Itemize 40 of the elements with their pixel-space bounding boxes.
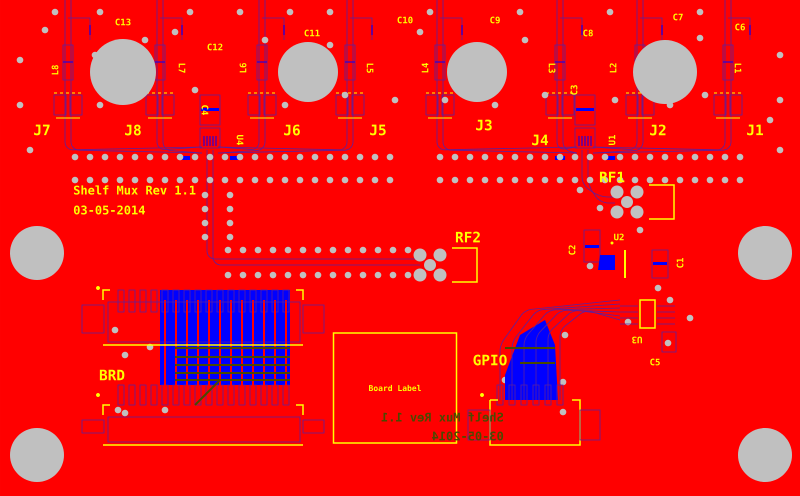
silkscreen-label: U4 bbox=[236, 135, 244, 146]
silkscreen-label: C2 bbox=[568, 245, 576, 255]
silkscreen-label: L8 bbox=[52, 65, 58, 74]
silkscreen-label: Shelf Mux Rev 1.1 bbox=[74, 185, 196, 195]
silkscreen-label: J2 bbox=[650, 124, 666, 136]
silkscreen-label: J8 bbox=[125, 124, 141, 136]
silkscreen-label: J4 bbox=[532, 134, 548, 146]
silkscreen-label: C10 bbox=[398, 16, 413, 24]
silkscreen-label: C8 bbox=[583, 30, 593, 36]
silkscreen-label: J6 bbox=[284, 124, 300, 136]
silkscreen-label: C13 bbox=[116, 18, 131, 26]
silkscreen-label: L2 bbox=[610, 63, 616, 72]
silkscreen-label: L4 bbox=[422, 62, 428, 72]
silkscreen-label: C4 bbox=[202, 105, 208, 116]
silkscreen-label: U3 bbox=[632, 336, 642, 344]
silkscreen-label: U1 bbox=[608, 135, 616, 145]
silkscreen-label: C1 bbox=[676, 258, 684, 268]
silkscreen-label: L1 bbox=[734, 64, 742, 73]
silkscreen-label: L5 bbox=[366, 64, 374, 73]
silkscreen-label: C7 bbox=[673, 14, 683, 20]
silkscreen-label: 03-05-2014 bbox=[74, 205, 145, 215]
silkscreen-label: RF2 bbox=[456, 232, 480, 242]
silkscreen-label: C6 bbox=[735, 24, 745, 30]
silkscreen-label: RF1 bbox=[600, 172, 624, 182]
silkscreen-label: C9 bbox=[490, 16, 500, 24]
silkscreen-label: J1 bbox=[747, 124, 763, 136]
silkscreen-label: GPIO bbox=[473, 354, 507, 366]
silkscreen-label: C12 bbox=[208, 44, 222, 50]
silkscreen-label: 03-05-2014 bbox=[432, 431, 504, 441]
silkscreen-label: U2 bbox=[614, 234, 624, 240]
silkscreen-label: L7 bbox=[178, 64, 186, 73]
silkscreen-label: BRD bbox=[100, 370, 124, 380]
silkscreen-label: C5 bbox=[650, 358, 660, 366]
silkscreen-label: J7 bbox=[34, 124, 50, 136]
silkscreen-label: C11 bbox=[304, 30, 320, 36]
silkscreen-label: J3 bbox=[476, 120, 492, 130]
silkscreen-label: L3 bbox=[548, 64, 556, 73]
silkscreen-label: J5 bbox=[370, 124, 386, 136]
silkscreen-label: Shelf Mux Rev 1.1 bbox=[382, 412, 504, 422]
silkscreen-label: L6 bbox=[240, 63, 246, 72]
